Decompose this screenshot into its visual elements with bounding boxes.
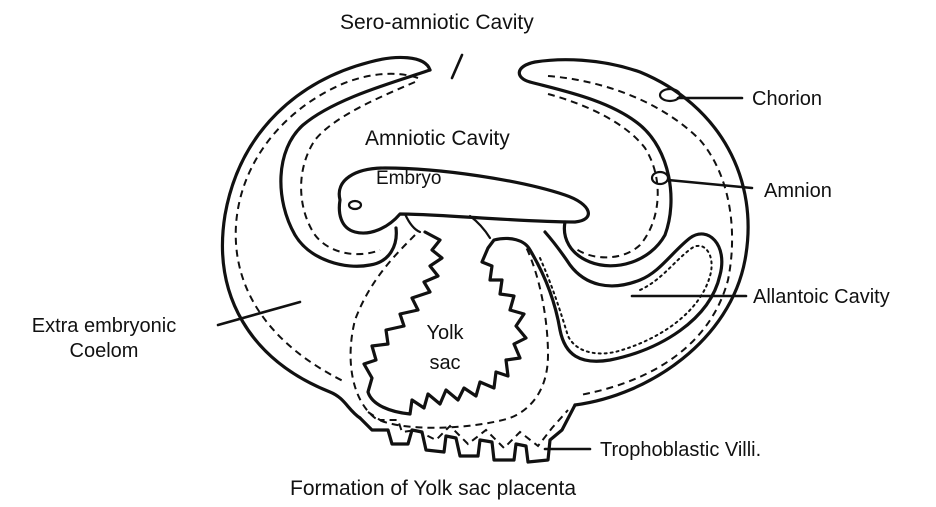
trophoblastic-villi xyxy=(360,405,575,462)
label-embryo: Embryo xyxy=(376,168,441,190)
label-amniotic-cavity: Amniotic Cavity xyxy=(365,128,510,150)
chorion-outer-wall xyxy=(222,57,748,418)
label-extra-embryonic-coelom: Extra embryonic Coelom xyxy=(0,315,208,362)
label-yolk-line2: sac xyxy=(410,352,480,374)
chorion-marker xyxy=(660,89,680,101)
pointer-sero-amniotic xyxy=(452,55,462,78)
pointer-amnion xyxy=(668,180,752,188)
label-sero-amniotic-cavity: Sero-amniotic Cavity xyxy=(340,12,534,34)
label-yolk-sac: Yolk sac xyxy=(410,322,480,374)
label-extra-embryonic-line2: Coelom xyxy=(0,340,208,362)
chorion-inner-dashed xyxy=(236,74,418,382)
label-trophoblastic-villi: Trophoblastic Villi. xyxy=(600,439,761,461)
villi-inner-dashed xyxy=(368,410,568,448)
amnion-marker xyxy=(652,172,668,184)
label-amnion: Amnion xyxy=(764,180,832,202)
label-chorion: Chorion xyxy=(752,88,822,110)
pointer-extra-embryonic xyxy=(218,302,300,325)
label-yolk-line1: Yolk xyxy=(410,322,480,344)
label-allantoic-cavity: Allantoic Cavity xyxy=(753,286,890,308)
allantois-dotted xyxy=(540,246,712,354)
label-extra-embryonic-line1: Extra embryonic xyxy=(0,315,208,337)
figure-caption: Formation of Yolk sac placenta xyxy=(290,478,576,500)
embryo-eye xyxy=(349,201,361,209)
